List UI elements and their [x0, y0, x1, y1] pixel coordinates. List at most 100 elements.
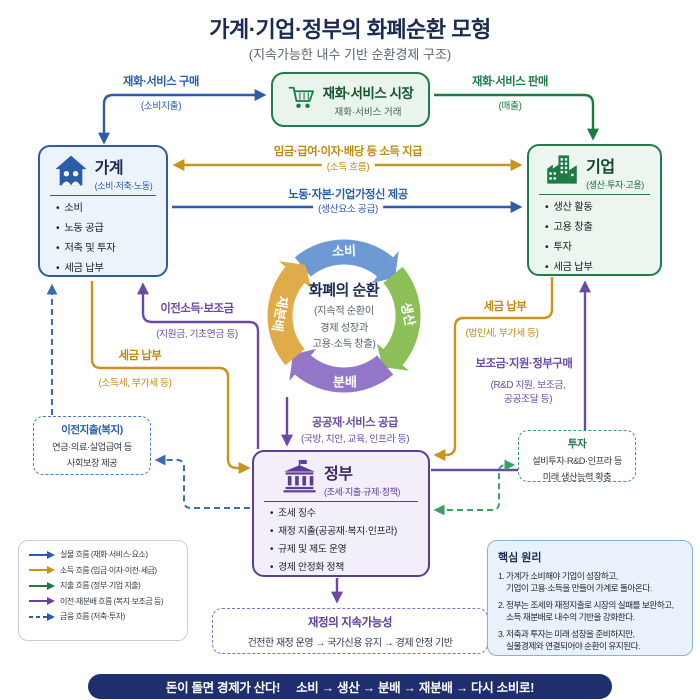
- cycle-arrow-redistribution: [278, 261, 312, 289]
- legend: 실물 흐름 (재화·서비스·요소) 소득 흐름 (임금·이자·이전·세금) 지출…: [18, 540, 188, 641]
- flow-label-firm-tax: 세금 납부: [483, 301, 527, 313]
- market-box: 재화·서비스 시장 재화·서비스 거래: [271, 72, 430, 127]
- government-building-icon: [282, 459, 317, 498]
- cycle-arc-production: [383, 266, 421, 366]
- list-item: •세금 납부: [545, 262, 593, 273]
- flow-label-buy: 재화·서비스 구매: [122, 76, 200, 88]
- legend-arrow-income-flow: [29, 566, 55, 574]
- flow-label-transfer: 이전소득·보조금: [160, 303, 234, 315]
- investment-line2: 미래 생산능력 확충: [542, 472, 612, 482]
- government-subtitle: (조세·지출·규제·정책): [323, 486, 401, 497]
- household-box: 가계 (소비·저축·노동) •소비 •노동 공급 •저축 및 투자 •세금 납부: [38, 145, 168, 277]
- legend-arrow-spending-flow: [29, 581, 55, 590]
- flow-sub-transfer: (지원금, 기초연금 등): [156, 329, 238, 340]
- household-title: 가계: [94, 160, 124, 177]
- firm-items: •생산 활동 •고용 창출 •투자 •세금 납부: [536, 198, 653, 273]
- flow-label-household-tax: 세금 납부: [118, 350, 162, 362]
- flow-market-firm: [434, 93, 599, 141]
- government-box: 정부 (조세·지출·규제·정책) •조세 징수 •재정 지출(공공재·복지·인프…: [252, 450, 430, 577]
- flow-label-public-goods: 공공재·서비스 공급: [311, 417, 399, 429]
- cycle-label-distribution: 분배: [333, 374, 357, 390]
- legend-arrow-transfer-flow: [29, 597, 55, 605]
- list-item: •노동 공급: [56, 223, 104, 234]
- cycle-description: (지속적 순환이 경제 성장과 고용·소득 창출): [312, 306, 376, 351]
- principle-item: 2. 정부는 조세와 재정지출로 시장의 실패를 보완하고, 소득 재분배로 내…: [498, 600, 674, 622]
- flow-sub-subsidy-1: (R&D 지원, 보조금,: [490, 380, 566, 391]
- cycle-arrow-consumption: [371, 250, 399, 284]
- legend-item: 소득 흐름 (임금·이자·이전·세금): [28, 565, 181, 576]
- household-items: •소비 •노동 공급 •저축 및 투자 •세금 납부: [47, 199, 159, 274]
- list-item: •규제 및 제도 운영: [270, 544, 347, 555]
- list-item: •조세 징수: [270, 508, 316, 519]
- banner-cycle-sequence: 소비 → 생산 → 분배 → 재분배 → 다시 소비로!: [296, 681, 535, 695]
- cycle-arrow-production: [376, 343, 410, 371]
- flow-sub-subsidy-2: 공공조달 등): [503, 394, 553, 405]
- list-item: •생산 활동: [545, 202, 593, 213]
- legend-item: 실물 흐름 (재화·서비스·요소): [28, 549, 181, 560]
- flow-sub-public-goods: (국방, 치안, 교육, 인프라 등): [300, 434, 410, 445]
- legend-item: 지출 흐름 (정부·기업 지출): [28, 580, 181, 591]
- cycle-center: 화폐의 순환 (지속적 순환이 경제 성장과 고용·소득 창출): [308, 279, 380, 354]
- fiscal-title: 재정의 지속가능성: [307, 617, 393, 629]
- investment-title: 투자: [567, 438, 587, 450]
- welfare-transfer-box: 이전지출(복지) 연금·의료·실업급여 등 사회보장 제공: [33, 416, 151, 475]
- cycle-arc-distribution: [294, 355, 394, 393]
- welfare-title: 이전지출(복지): [61, 424, 123, 436]
- fiscal-sustainability-box: 재정의 지속가능성 건전한 재정 운영 → 국가신용 유지 → 경제 안정 기반: [212, 608, 488, 654]
- list-item: •세금 납부: [56, 263, 104, 274]
- firm-subtitle: (생산·투자·고용): [586, 180, 644, 190]
- flow-label-sell: 재화·서비스 판매: [471, 76, 549, 88]
- bottom-banner: 돈이 돌면 경제가 산다! 소비 → 생산 → 분배 → 재분배 → 다시 소비…: [88, 674, 612, 699]
- flow-sub-buy: (소비지출): [140, 101, 182, 112]
- flow-gov-welfare: [154, 454, 250, 509]
- cycle-arrow-distribution: [289, 348, 317, 382]
- welfare-line1: 연금·의료·실업급여 등: [52, 442, 132, 452]
- banner-slogan: 돈이 돌면 경제가 산다!: [165, 681, 281, 695]
- flow-label-income: 임금·급여·이자·배당 등 소득 지급: [273, 146, 423, 158]
- flow-household-tax: [90, 281, 251, 474]
- flow-sub-sell: (매출): [498, 101, 522, 112]
- list-item: •경제 안정화 정책: [270, 562, 344, 573]
- divider: [264, 501, 418, 502]
- money-cycle-ring: [267, 239, 421, 393]
- household-subtitle: (소비·저축·노동): [94, 181, 153, 191]
- cycle-label-consumption: 소비: [331, 243, 357, 259]
- flow-sub-firm-tax: (법인세, 부가세 등): [465, 328, 539, 339]
- flow-transfer-income: [137, 282, 260, 449]
- fiscal-description: 건전한 재정 운영 → 국가신용 유지 → 경제 안정 기반: [247, 638, 453, 649]
- legend-item: 이전·재분배 흐름 (복지·보조금 등): [28, 596, 181, 607]
- flow-sub-income: (소득 흐름): [321, 159, 375, 173]
- divider: [539, 194, 650, 195]
- page-title: 가계·기업·정부의 화폐순환 모형: [209, 17, 491, 42]
- list-item: •저축 및 투자: [56, 243, 116, 254]
- cycle-title: 화폐의 순환: [308, 282, 380, 299]
- legend-arrow-real-flow: [29, 550, 55, 559]
- flow-label-factors: 노동·자본·기업가정신 제공: [288, 189, 408, 201]
- flow-sub-factors: (생산요소 공급): [313, 201, 383, 215]
- factory-icon: [545, 154, 579, 190]
- investment-line1: 설비투자·R&D·인프라 등: [532, 456, 622, 466]
- list-item: •고용 창출: [545, 222, 593, 233]
- legend-arrow-financial-flow: [29, 612, 55, 621]
- list-item: •소비: [56, 203, 83, 214]
- market-title: 재화·서비스 시장: [322, 85, 414, 101]
- market-subtitle: 재화·서비스 거래: [334, 106, 402, 118]
- principles-title: 핵심 원리: [498, 552, 542, 564]
- cart-icon: [288, 85, 316, 115]
- government-title: 정부: [323, 465, 353, 483]
- cycle-arc-consumption: [294, 239, 394, 277]
- flow-gov-invest: [433, 459, 516, 516]
- investment-box: 투자 설비투자·R&D·인프라 등 미래 생산능력 확충: [518, 430, 636, 482]
- divider: [50, 195, 156, 196]
- welfare-line2: 사회보장 제공: [66, 458, 118, 468]
- cycle-arc-redistribution: [267, 266, 305, 366]
- flow-firm-tax: [433, 277, 554, 461]
- firm-box: 기업 (생산·투자·고용) •생산 활동 •고용 창출 •투자 •세금 납부: [527, 144, 662, 276]
- page-subtitle: (지속가능한 내수 기반 순환경제 구조): [248, 47, 452, 62]
- house-icon: [54, 154, 88, 192]
- key-principles-box: 핵심 원리 1. 가계가 소비해야 기업이 성장하고, 기업이 고용·소득을 만…: [487, 540, 693, 656]
- legend-item: 금융 흐름 (저축·투자): [28, 611, 181, 622]
- list-item: •투자: [545, 242, 572, 253]
